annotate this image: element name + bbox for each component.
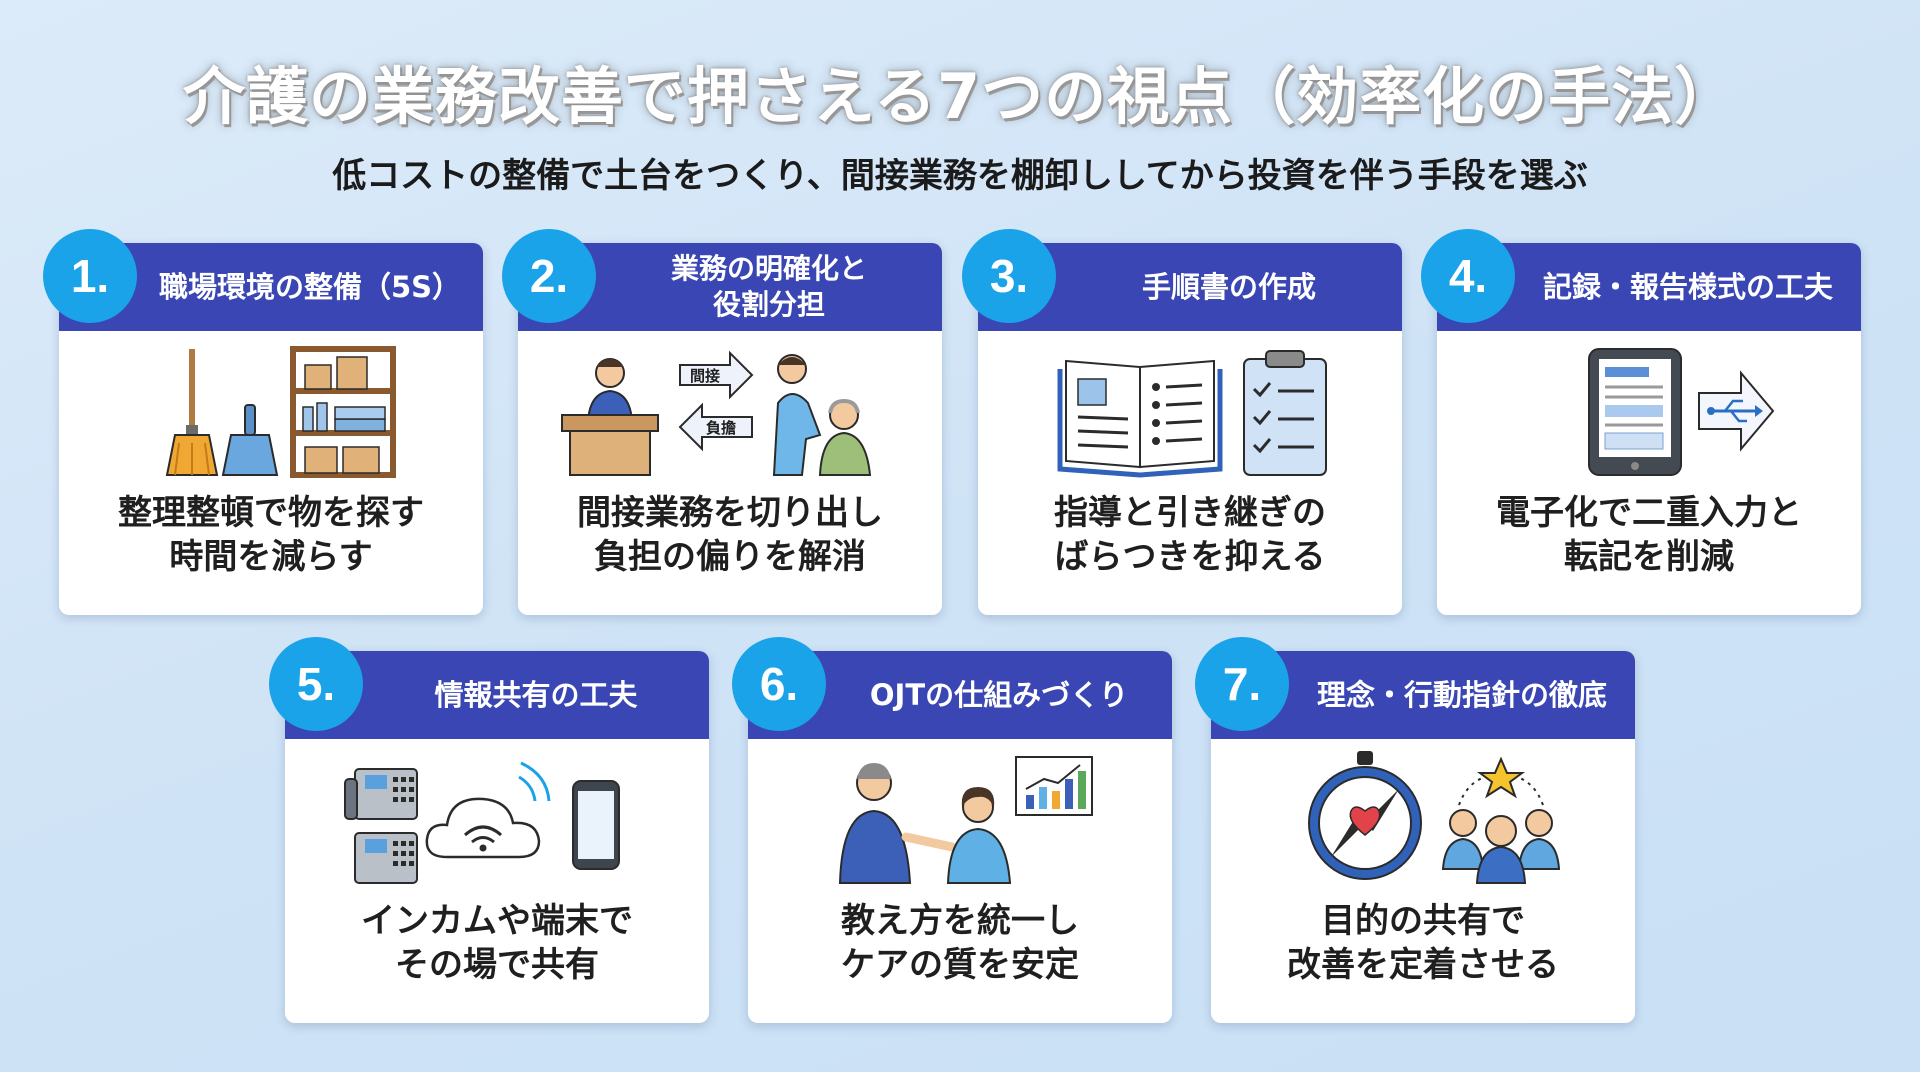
compass-heart-icon — [1308, 751, 1422, 880]
card-description: 指導と引き継ぎの ばらつきを抑える — [1054, 493, 1326, 577]
number-badge: 5. — [269, 637, 363, 731]
cloud-wifi-icon — [425, 761, 551, 859]
card-description: 整理整頓で物を探す 時間を減らす — [118, 493, 424, 577]
staff-at-desk-icon — [561, 358, 659, 476]
card-description: 電子化で二重入力と 転記を削減 — [1496, 493, 1802, 577]
card-title: 情報共有の工夫 — [434, 678, 638, 712]
page-title: 介護の業務改善で押さえる7つの視点（効率化の手法） — [182, 60, 1738, 133]
growth-chart-icon — [1015, 756, 1093, 816]
card-ojt-system: OJTの仕組みづくり — [732, 637, 1172, 1023]
card-illustration — [1223, 751, 1623, 891]
shelf-icon — [290, 346, 396, 478]
arrow-right-icon: 間接 — [679, 350, 754, 400]
page-subtitle: 低コストの整備で土台をつくり、間接業務を棚卸ししてから投資を伴う手段を選ぶ — [332, 156, 1588, 196]
card-title: 職場環境の整備（5S） — [158, 270, 462, 304]
arrow-label: 間接 — [690, 367, 720, 385]
number-badge: 2. — [502, 229, 596, 323]
card-workplace-5s: 職場環境の整備（5S） — [43, 229, 483, 615]
team-star-icon — [1441, 756, 1561, 884]
card-illustration — [990, 343, 1390, 483]
dustpan-icon — [221, 404, 279, 476]
card-body: 職場環境の整備（5S） — [59, 243, 483, 615]
caregiver-with-elder-icon — [772, 354, 872, 476]
arrow-label: 負擔 — [706, 419, 736, 437]
card-description: インカムや端末で その場で共有 — [361, 901, 633, 985]
card-illustration — [71, 343, 471, 483]
card-title: 記録・報告様式の工夫 — [1542, 270, 1833, 304]
card-title: OJTの仕組みづくり — [869, 678, 1129, 712]
trainee-icon — [946, 787, 1012, 884]
desk-phone-icon — [354, 832, 418, 884]
tablet-form-icon — [1588, 348, 1682, 476]
number-badge: 7. — [1195, 637, 1289, 731]
card-illustration: 間接 負擔 — [530, 343, 930, 483]
card-title: 手順書の作成 — [1141, 270, 1316, 304]
desk-phone-icon — [344, 768, 418, 820]
mentor-icon — [838, 763, 957, 884]
card-illustration — [297, 751, 697, 891]
broom-icon — [165, 349, 219, 476]
card-body: OJTの仕組みづくり — [748, 651, 1172, 1023]
card-philosophy: 理念・行動指針の徹底 — [1195, 637, 1635, 1023]
card-description: 目的の共有で 改善を定着させる — [1287, 901, 1559, 985]
number-badge: 1. — [43, 229, 137, 323]
card-title: 理念・行動指針の徹底 — [1316, 678, 1607, 712]
card-illustration — [760, 751, 1160, 891]
number-badge: 4. — [1421, 229, 1515, 323]
card-manual-creation: 手順書の作成 — [962, 229, 1402, 615]
number-badge: 3. — [962, 229, 1056, 323]
card-record-format: 記録・報告様式の工夫 — [1421, 229, 1861, 615]
card-body: 記録・報告様式の工夫 — [1437, 243, 1861, 615]
card-body: 手順書の作成 — [978, 243, 1402, 615]
card-description: 教え方を統一し ケアの質を安定 — [841, 901, 1079, 985]
usb-transfer-arrow-icon — [1698, 370, 1775, 452]
number-badge: 6. — [732, 637, 826, 731]
card-illustration — [1449, 343, 1849, 483]
card-title: 業務の明確化と 役割分担 — [670, 252, 867, 321]
open-manual-icon — [1057, 359, 1223, 478]
arrow-left-icon: 負擔 — [678, 402, 753, 452]
checklist-clipboard-icon — [1243, 350, 1327, 476]
smartphone-icon — [572, 780, 620, 870]
card-role-clarification: 業務の明確化と 役割分担 間接 負擔 — [502, 229, 942, 615]
card-info-sharing: 情報共有の工夫 — [269, 637, 709, 1023]
card-description: 間接業務を切り出し 負担の偏りを解消 — [577, 493, 883, 577]
